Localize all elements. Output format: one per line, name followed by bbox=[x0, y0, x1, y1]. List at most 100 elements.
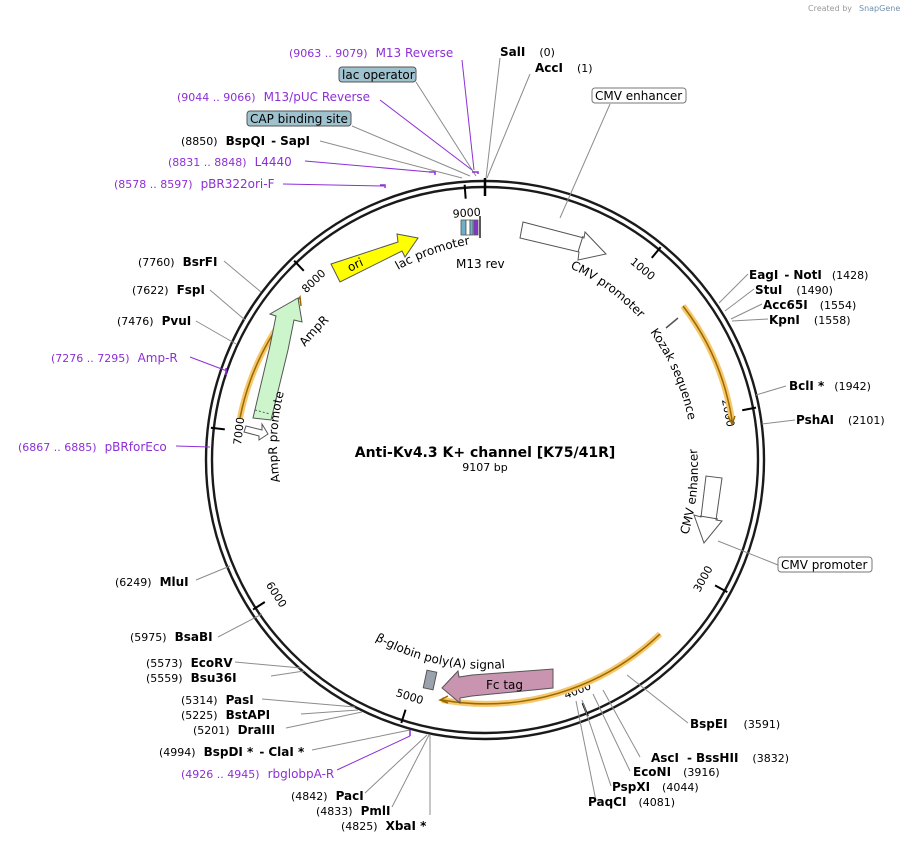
orf-arrowhead-1 bbox=[727, 415, 736, 426]
enzyme-xbai[interactable]: (4825)XbaI * bbox=[341, 819, 427, 833]
lead-l4440 bbox=[304, 160, 431, 173]
lead-lac-op bbox=[415, 81, 477, 177]
cmv-promoter-divider bbox=[577, 235, 584, 253]
enzyme-stui[interactable]: StuI(1490) bbox=[755, 283, 833, 297]
primer-amp-r[interactable]: (7276 .. 7295)Amp-R bbox=[51, 351, 178, 365]
m13-rev-box[interactable] bbox=[473, 219, 479, 236]
beta-globin-box[interactable] bbox=[422, 669, 438, 691]
enzyme-bstapi[interactable]: (5225)BstAPI bbox=[181, 708, 270, 722]
tick-label: 7000 bbox=[231, 416, 247, 445]
cmv-promoter-label-box[interactable] bbox=[777, 556, 873, 573]
tick-label: 9000 bbox=[452, 206, 481, 221]
enzyme-eagi-noti[interactable]: EagI-NotI(1428) bbox=[749, 268, 868, 282]
lead-kpni bbox=[731, 318, 769, 322]
cmv-enhancer-label-box[interactable] bbox=[591, 87, 687, 104]
primer-m13-puc-reverse[interactable]: (9044 .. 9066)M13/pUC Reverse bbox=[177, 90, 370, 104]
cap-binding-label-box[interactable] bbox=[246, 110, 352, 127]
lead-pbr322 bbox=[282, 183, 385, 187]
lac-operator-label-box[interactable] bbox=[338, 66, 417, 83]
primer-mark-m13 bbox=[472, 171, 479, 174]
ampr-arrow[interactable] bbox=[252, 297, 303, 421]
lead-paci bbox=[364, 734, 428, 794]
lead-cmv-enh-box bbox=[559, 103, 611, 219]
lead-cap bbox=[351, 125, 471, 177]
primer-l4440[interactable]: (8831 .. 8848)L4440 bbox=[168, 155, 292, 169]
lead-acc65i bbox=[730, 303, 763, 320]
enzyme-bsu36i[interactable]: (5559)Bsu36I bbox=[146, 671, 237, 685]
lead-paqci bbox=[575, 700, 597, 802]
lead-cmv-prom-box bbox=[717, 540, 779, 566]
lac-operator-box[interactable] bbox=[469, 219, 474, 236]
primer-pbr322ori-f[interactable]: (8578 .. 8597)pBR322ori-F bbox=[114, 177, 275, 191]
tick-mark bbox=[293, 259, 305, 272]
enzyme-bsrfi[interactable]: (7760)BsrFI bbox=[138, 255, 217, 269]
label-ori: ori bbox=[345, 255, 365, 275]
label-m13-rev: M13 rev bbox=[456, 257, 505, 271]
lead-draiii bbox=[285, 711, 363, 729]
lead-stui bbox=[724, 288, 755, 312]
lead-m13-puc bbox=[379, 99, 473, 171]
orf-arrowhead-2 bbox=[438, 695, 449, 704]
lead-fspi bbox=[209, 289, 246, 321]
tick-mark bbox=[650, 246, 662, 259]
orf-line-1 bbox=[682, 305, 733, 421]
tick-label: 3000 bbox=[691, 564, 716, 595]
enzyme-bcli[interactable]: BclI *(1942) bbox=[789, 379, 871, 393]
lead-bspdi bbox=[311, 729, 411, 751]
ampr-promoter-arrow[interactable] bbox=[243, 422, 269, 441]
fc-tag-arrow[interactable] bbox=[441, 668, 554, 705]
lac-promoter-box[interactable] bbox=[465, 219, 471, 236]
enzyme-pmli[interactable]: (4833)PmlI bbox=[316, 804, 390, 818]
enzyme-econi[interactable]: EcoNI(3916) bbox=[633, 765, 720, 779]
primer-mark-pbr322 bbox=[380, 184, 386, 188]
cmv-enhancer-arrow[interactable] bbox=[693, 475, 723, 545]
tick-label: 5000 bbox=[394, 686, 425, 707]
enzyme-bspei[interactable]: BspEI(3591) bbox=[690, 717, 780, 731]
enzyme-bspqi-sapi[interactable]: (8850)BspQI-SapI bbox=[181, 134, 310, 148]
enzyme-acci[interactable]: AccI(1) bbox=[535, 61, 593, 75]
enzyme-acc65i[interactable]: Acc65I(1554) bbox=[763, 298, 856, 312]
tick-mark bbox=[714, 584, 728, 593]
enzyme-kpni[interactable]: KpnI(1558) bbox=[769, 313, 850, 327]
cmv-promoter-label: CMV promoter bbox=[781, 558, 868, 572]
enzyme-bspdi-clai[interactable]: (4994)BspDI *-ClaI * bbox=[159, 745, 305, 759]
enzyme-asci-bsshii[interactable]: AscI-BssHII(3832) bbox=[651, 751, 789, 765]
primer-mark-l4440 bbox=[429, 171, 436, 175]
lac-operator-label: lac operator bbox=[342, 68, 415, 82]
lead-bsrfi bbox=[223, 260, 262, 293]
primer-rbglobpa-r[interactable]: (4926 .. 4945)rbglobpA-R bbox=[181, 767, 334, 781]
tick-mark bbox=[400, 709, 407, 724]
credit-brand: SnapGene bbox=[859, 4, 900, 13]
label-beta-globin: β-globin poly(A) signal bbox=[374, 630, 506, 672]
ampr-dotted bbox=[254, 409, 271, 415]
leader-lines bbox=[175, 57, 796, 815]
enzyme-paci[interactable]: (4842)PacI bbox=[291, 789, 364, 803]
enzyme-fspi[interactable]: (7622)FspI bbox=[132, 283, 205, 297]
lead-pasi bbox=[261, 698, 356, 708]
cmv-promoter-arrow[interactable] bbox=[519, 221, 607, 261]
orf-highlights bbox=[237, 295, 736, 707]
lead-asci bbox=[602, 689, 641, 758]
lead-pshai bbox=[761, 419, 796, 425]
lead-bspqi bbox=[319, 140, 463, 179]
enzyme-pshai[interactable]: PshAI(2101) bbox=[796, 413, 885, 427]
enzyme-bsabi[interactable]: (5975)BsaBI bbox=[130, 630, 213, 644]
lead-ampr-primer bbox=[189, 356, 228, 372]
enzyme-paqci[interactable]: PaqCI(4081) bbox=[588, 795, 675, 809]
enzyme-pvui[interactable]: (7476)PvuI bbox=[117, 314, 191, 328]
enzyme-mlui[interactable]: (6249)MluI bbox=[115, 575, 189, 589]
label-fc-tag: Fc tag bbox=[486, 678, 523, 692]
enzyme-pasi[interactable]: (5314)PasI bbox=[181, 693, 254, 707]
enzyme-draiii[interactable]: (5201)DraIII bbox=[193, 723, 275, 737]
primer-m13-reverse[interactable]: (9063 .. 9079)M13 Reverse bbox=[289, 46, 453, 60]
primer-pbrforeco[interactable]: (6867 .. 6885)pBRforEco bbox=[18, 440, 167, 454]
tick-mark bbox=[210, 426, 225, 431]
enzyme-pspxi[interactable]: PspXI(4044) bbox=[612, 780, 699, 794]
enzyme-sali[interactable]: SalI(0) bbox=[500, 45, 555, 59]
tick-mark bbox=[742, 406, 757, 412]
enzyme-ecorv[interactable]: (5573)EcoRV bbox=[146, 656, 233, 670]
lead-acci bbox=[486, 73, 531, 179]
ori-arrow[interactable] bbox=[330, 233, 419, 283]
cap-site-box[interactable] bbox=[460, 219, 467, 236]
